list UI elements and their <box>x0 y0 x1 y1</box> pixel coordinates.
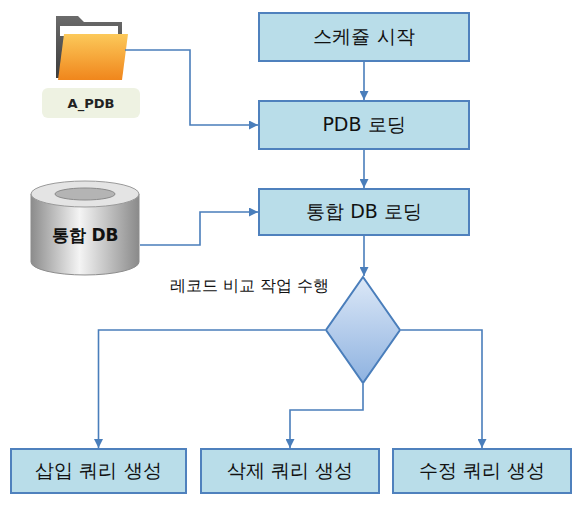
folder-front <box>58 34 128 80</box>
node-label: A_PDB <box>42 88 140 118</box>
flow-arrow <box>99 330 326 448</box>
diamond-shape <box>326 277 400 383</box>
decision-label: 레코드 비교 작업 수행 <box>153 276 329 295</box>
cylinder-top <box>31 181 139 207</box>
node-label: 통합 DB <box>30 224 140 247</box>
process-box: 삭제 쿼리 생성 <box>200 448 380 494</box>
process-box: 통합 DB 로딩 <box>258 188 470 236</box>
folder-node: A_PDB <box>42 10 140 118</box>
node-label: 수정 쿼리 생성 <box>415 460 549 482</box>
process-box: 수정 쿼리 생성 <box>392 448 572 494</box>
node-label: PDB 로딩 <box>318 114 409 136</box>
flow-arrow <box>363 150 365 188</box>
node-label: 스케쥴 시작 <box>309 26 418 48</box>
process-box: 스케쥴 시작 <box>258 12 470 62</box>
flow-arrow <box>140 212 258 245</box>
flow-arrow <box>363 236 365 276</box>
cylinder-hole <box>55 188 115 200</box>
diamond-outline <box>325 276 401 384</box>
flow-arrow <box>125 50 258 125</box>
flow-arrow <box>401 330 482 448</box>
database-cylinder: 통합 DB <box>30 180 140 276</box>
decision-diamond: 레코드 비교 작업 수행 <box>325 276 401 384</box>
flow-arrow <box>290 384 363 448</box>
node-label: 삽입 쿼리 생성 <box>31 460 165 482</box>
flow-arrow <box>363 62 365 100</box>
node-label: 통합 DB 로딩 <box>302 201 426 223</box>
process-box: 삽입 쿼리 생성 <box>10 448 187 494</box>
node-label: 삭제 쿼리 생성 <box>223 460 357 482</box>
process-box: PDB 로딩 <box>258 100 470 150</box>
